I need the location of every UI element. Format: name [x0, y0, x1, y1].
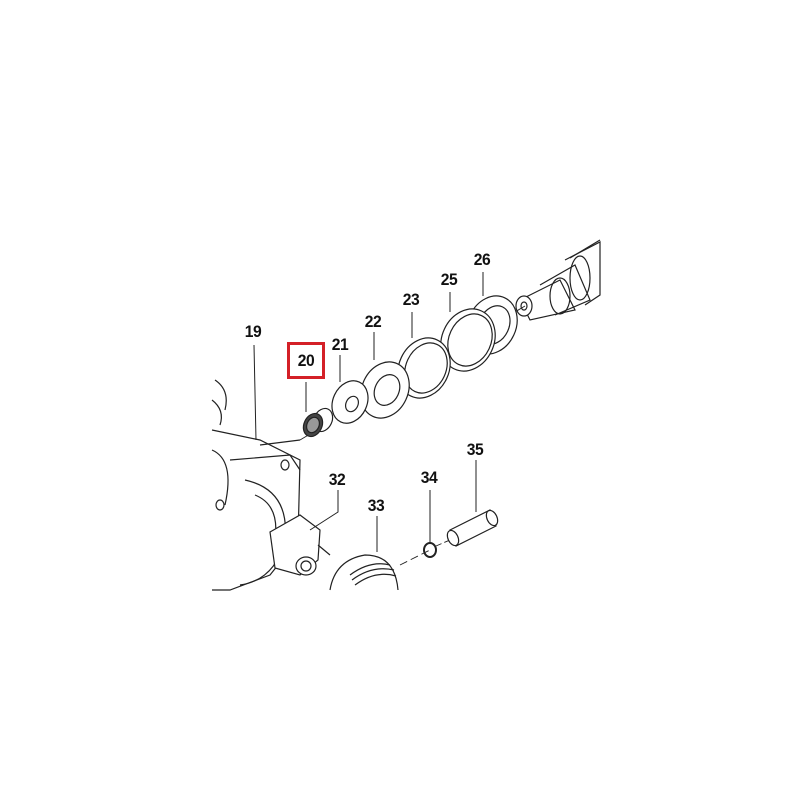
part-32-drawing	[269, 514, 331, 576]
part-21-drawing	[331, 380, 369, 424]
part-23-drawing	[397, 337, 451, 399]
part-35-drawing	[446, 509, 499, 547]
part-22-drawing	[360, 361, 410, 419]
part-label-22: 22	[364, 312, 382, 331]
part-33-drawing	[329, 554, 399, 591]
part-20-drawing	[302, 407, 334, 438]
part-label-26: 26	[473, 250, 491, 269]
part-label-19: 19	[244, 322, 262, 341]
part-label-35: 35	[466, 440, 484, 459]
leader-lines	[253, 272, 484, 552]
highlight-box-part-20: 20	[287, 342, 325, 379]
part-label-23: 23	[402, 290, 420, 309]
part-label-34: 34	[420, 468, 438, 487]
part-25-drawing	[440, 308, 496, 372]
part-label-25: 25	[440, 270, 458, 289]
part-label-21: 21	[331, 335, 349, 354]
shaft-drawing	[515, 239, 601, 321]
part-34-drawing	[423, 542, 437, 558]
part-label-33: 33	[367, 496, 385, 515]
part-label-32: 32	[328, 470, 346, 489]
part-label-20: 20	[297, 351, 315, 370]
